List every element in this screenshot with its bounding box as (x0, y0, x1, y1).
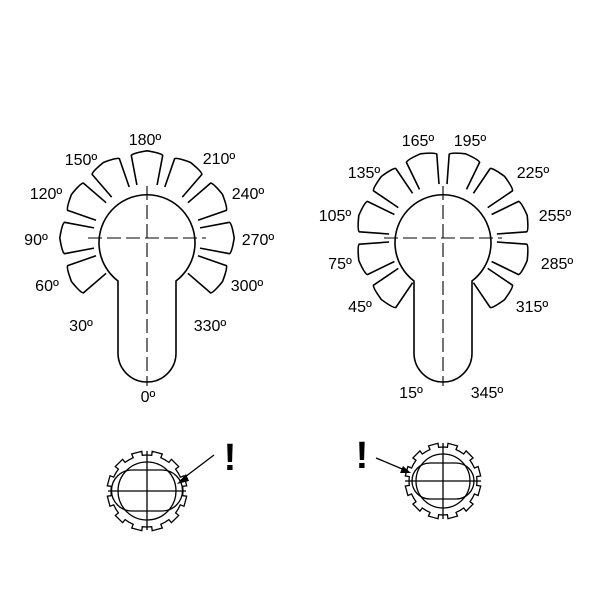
left-label-60: 60º (35, 278, 59, 295)
left-label-330: 330º (194, 318, 227, 335)
right-label-255: 255º (539, 208, 572, 225)
right-lock-cylinder: ! (356, 435, 482, 520)
right-label-315: 315º (516, 299, 549, 316)
right-label-105: 105º (319, 208, 352, 225)
right-label-345: 345º (471, 385, 504, 402)
right-label-135: 135º (348, 165, 381, 182)
right-dial: 15º 45º 75º 105º 135º 165º 195º 225º 255… (319, 133, 574, 402)
right-warning-arrowhead (400, 466, 411, 473)
right-label-225: 225º (517, 165, 550, 182)
left-warning-mark: ! (224, 437, 237, 479)
right-dial-keyhole (394, 193, 492, 383)
right-label-165: 165º (402, 133, 435, 150)
left-label-210: 210º (203, 151, 236, 168)
left-lock-cylinder: ! (106, 437, 237, 532)
right-cylinder-keyhole (411, 462, 475, 500)
right-label-15: 15º (399, 385, 423, 402)
left-label-300: 300º (231, 278, 264, 295)
right-label-75: 75º (328, 256, 352, 273)
left-label-270: 270º (242, 232, 275, 249)
left-cylinder-keyhole (110, 469, 184, 512)
right-warning-mark: ! (356, 435, 369, 477)
left-label-240: 240º (232, 186, 265, 203)
right-dial-scallop-ring (357, 152, 529, 309)
left-warning-arrowhead (177, 474, 189, 484)
left-dial: 0º 30º 60º 90º 120º 150º 180º 210º 240º … (24, 132, 274, 406)
right-label-195: 195º (454, 133, 487, 150)
left-label-150: 150º (65, 152, 98, 169)
right-label-285: 285º (541, 256, 574, 273)
left-dial-scallop-ring (59, 150, 235, 294)
left-label-0: 0º (141, 389, 156, 406)
left-label-90: 90º (24, 232, 48, 249)
left-dial-keyhole (98, 193, 196, 383)
left-label-120: 120º (30, 186, 63, 203)
right-label-45: 45º (348, 299, 372, 316)
left-label-30: 30º (69, 318, 93, 335)
left-label-180: 180º (129, 132, 162, 149)
